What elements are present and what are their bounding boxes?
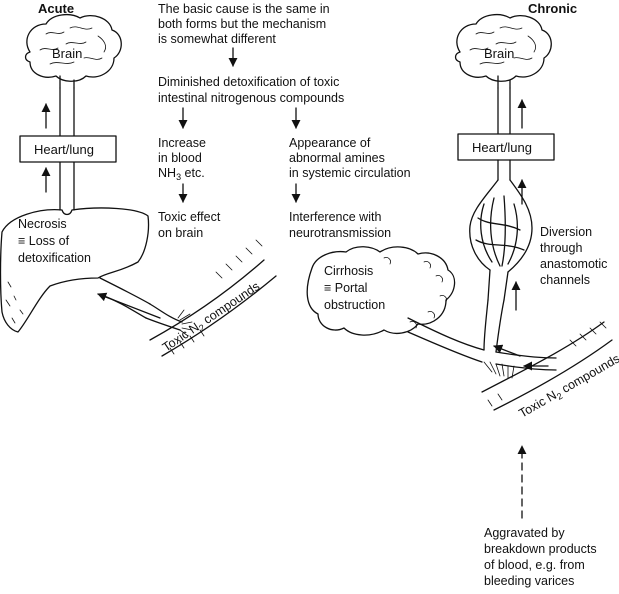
- common-step-line-1: Diminished detoxification of toxic: [158, 75, 339, 89]
- interference-text: Interference with neurotransmission: [289, 210, 391, 240]
- chronic-collateral-vein: [484, 300, 504, 352]
- chronic-heading: Chronic: [528, 1, 577, 16]
- increase-line-2: in blood: [158, 151, 202, 165]
- chronic-varices-plexus: [470, 180, 532, 300]
- intro-text: The basic cause is the same in both form…: [158, 2, 330, 46]
- amines-line-3: in systemic circulation: [289, 166, 411, 180]
- increase-nh3-text: Increase in blood NH3 etc.: [158, 136, 206, 182]
- chronic-cirrhotic-liver: Cirrhosis ≡ Portal obstruction: [307, 247, 454, 335]
- chronic-toxic-compounds-label: Toxic N2 compounds: [517, 351, 619, 422]
- chronic-brain-illustration: Brain: [456, 15, 552, 88]
- diversion-line-3: anastomotic: [540, 257, 607, 271]
- chronic-brain-label: Brain: [484, 46, 514, 61]
- aggravated-line-1: Aggravated by: [484, 526, 565, 540]
- aggravated-text: Aggravated by breakdown products of bloo…: [484, 526, 597, 588]
- acute-toxic-compounds-label: Toxic N2 compounds: [160, 279, 264, 356]
- acute-portal-branch: [146, 304, 182, 330]
- increase-line-3: NH3 etc.: [158, 166, 205, 182]
- acute-vessels-lower: [60, 162, 74, 210]
- acute-vessels-upper: [60, 88, 74, 136]
- chronic-liver-line-2: ≡ Portal: [324, 281, 367, 295]
- amines-line-2: abnormal amines: [289, 151, 385, 165]
- chronic-liver-line-3: obstruction: [324, 298, 385, 312]
- acute-brain-illustration: Brain: [26, 15, 122, 88]
- chronic-heart-lung-label: Heart/lung: [472, 140, 532, 155]
- amines-text: Appearance of abnormal amines in systemi…: [289, 136, 411, 180]
- chronic-portal-arrow-1: [494, 346, 520, 356]
- acute-portal-arrow: [98, 294, 160, 318]
- acute-liver-illustration: Necrosis ≡ Loss of detoxification: [1, 208, 149, 332]
- diversion-line-2: through: [540, 241, 582, 255]
- chronic-vessels-lower: [498, 160, 510, 180]
- chronic-splenic-vein: [496, 352, 556, 370]
- acute-liver-line-1: Necrosis: [18, 217, 67, 231]
- chronic-liver-line-1: Cirrhosis: [324, 264, 373, 278]
- intro-line-2: both forms but the mechanism: [158, 17, 326, 31]
- aggravated-line-3: of blood, e.g. from: [484, 558, 585, 572]
- acute-brain-label: Brain: [52, 46, 82, 61]
- diversion-line-1: Diversion: [540, 225, 592, 239]
- acute-heart-lung-label: Heart/lung: [34, 142, 94, 157]
- toxic-effect-text: Toxic effect on brain: [158, 210, 221, 240]
- intro-line-3: is somewhat different: [158, 32, 276, 46]
- intro-line-1: The basic cause is the same in: [158, 2, 330, 16]
- diversion-line-4: channels: [540, 273, 590, 287]
- acute-heading: Acute: [38, 1, 74, 16]
- common-step-text: Diminished detoxification of toxic intes…: [158, 75, 344, 105]
- acute-liver-line-3: detoxification: [18, 251, 91, 265]
- common-step-line-2: intestinal nitrogenous compounds: [158, 91, 344, 105]
- toxic-effect-line-2: on brain: [158, 226, 203, 240]
- diversion-text: Diversion through anastomotic channels: [540, 225, 607, 287]
- interference-line-1: Interference with: [289, 210, 381, 224]
- amines-line-1: Appearance of: [289, 136, 371, 150]
- acute-liver-line-2: ≡ Loss of: [18, 234, 70, 248]
- chronic-vessels-upper: [498, 88, 510, 136]
- toxic-effect-line-1: Toxic effect: [158, 210, 221, 224]
- interference-line-2: neurotransmission: [289, 226, 391, 240]
- increase-line-1: Increase: [158, 136, 206, 150]
- aggravated-line-2: breakdown products: [484, 542, 597, 556]
- aggravated-line-4: bleeding varices: [484, 574, 574, 588]
